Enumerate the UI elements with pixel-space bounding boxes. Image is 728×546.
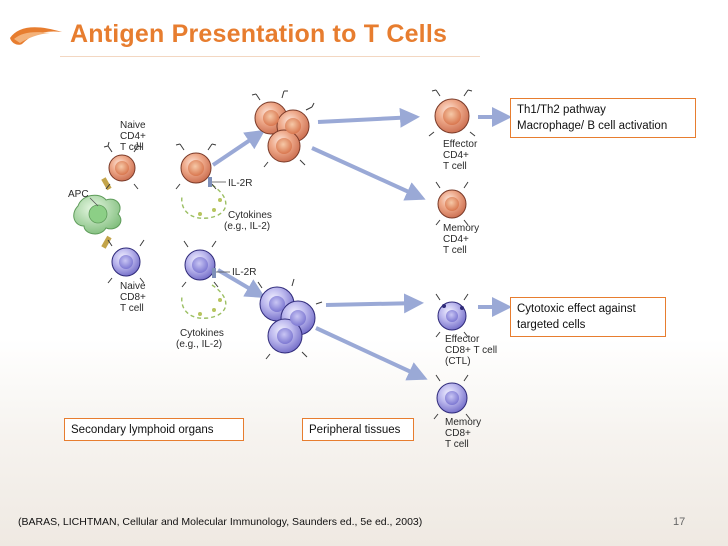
cytokine-loop-top (181, 184, 227, 219)
clonal-cd4-cells (254, 101, 310, 163)
arrow-cd4-clonal-to-memory (311, 146, 426, 201)
il2r-top-receptor (208, 177, 212, 187)
secondary-lymphoid-callout: Secondary lymphoid organs (64, 418, 244, 441)
citation: (BARAS, LICHTMAN, Cellular and Molecular… (18, 516, 423, 528)
arrow-cd8-clonal-to-effector (325, 293, 424, 314)
effector-cd4-cell (434, 98, 470, 134)
arrow-cd8-clonal-to-memory (315, 326, 428, 381)
effector-cd8-label: Effector CD8+ T cell (CTL) (445, 334, 500, 367)
naive-cd4-cell (108, 154, 136, 182)
cytokines-top-label: Cytokines (e.g., IL-2) (224, 210, 275, 232)
arrow-cd4-clonal-to-effector (317, 107, 420, 128)
memory-cd8-label: Memory CD8+ T cell (445, 417, 484, 450)
peripheral-tissues-callout: Peripheral tissues (302, 418, 414, 441)
apc-label: APC (68, 189, 89, 200)
apc-cell (73, 177, 122, 249)
cytokine-dots (198, 198, 222, 316)
slide-title: Antigen Presentation to T Cells (70, 20, 448, 48)
swoosh-logo-icon (10, 27, 62, 45)
il2r-bottom-receptor (212, 268, 216, 278)
naive-cd8-cell (111, 247, 141, 277)
il2r-bottom-label: IL-2R (232, 267, 256, 278)
cytotoxic-callout: Cytotoxic effect against targeted cells (510, 297, 666, 337)
cytokine-loops (181, 184, 227, 319)
memory-cd8-cell (436, 382, 468, 414)
apc-pointer (89, 197, 99, 207)
il2r-top-label: IL-2R (228, 178, 252, 189)
title-divider (60, 56, 480, 57)
activated-cd8-cell (184, 249, 216, 281)
memory-cd4-cell (437, 189, 467, 219)
cytokines-bottom-label: Cytokines (e.g., IL-2) (176, 328, 227, 350)
arrow-cd8-to-clonal (216, 268, 266, 299)
arrow-cd4-to-clonal (211, 129, 266, 167)
cytotoxic-line-2: targeted cells (517, 319, 586, 331)
effector-cd8-cell (437, 301, 467, 331)
th-pathway-callout: Th1/Th2 pathway Macrophage/ B cell activ… (510, 98, 696, 138)
page-number: 17 (673, 516, 686, 528)
effector-cd4-label: Effector CD4+ T cell (443, 139, 480, 172)
activated-cd4-cell (180, 152, 212, 184)
receptor-spikes (103, 89, 476, 420)
th-pathway-line-2: Macrophage/ B cell activation (517, 120, 668, 132)
memory-cd4-label: Memory CD4+ T cell (443, 223, 482, 256)
cytokine-loop-bottom (181, 284, 227, 319)
differentiation-arrows (211, 107, 512, 381)
cytotoxic-line-1: Cytotoxic effect against (517, 303, 636, 315)
clonal-cd8-cells (259, 286, 316, 354)
naive-cd8-label: Naive CD8+ T cell (120, 281, 149, 314)
naive-cd4-label: Naive CD4+ T cell (120, 120, 149, 153)
th-pathway-line-1: Th1/Th2 pathway (517, 104, 606, 116)
